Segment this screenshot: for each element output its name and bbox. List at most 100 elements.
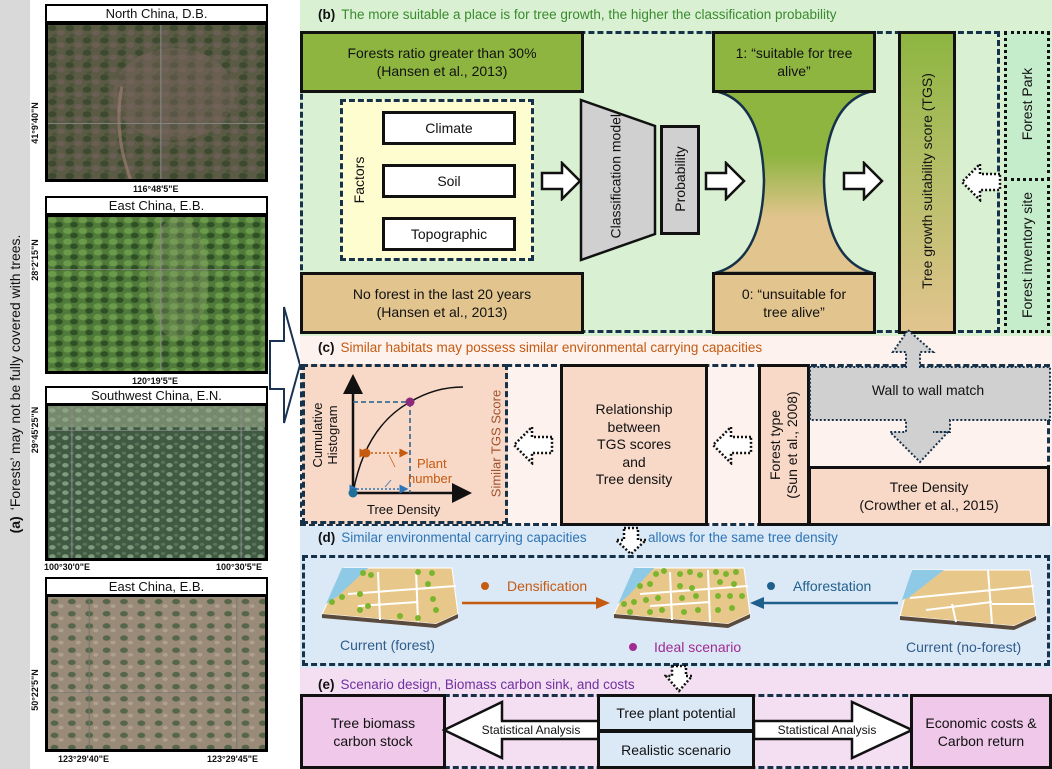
sat-image-4-lon-left: 123°29'40"E [58,754,110,764]
sat-image-3 [45,403,268,561]
relationship-line3: TGS scores [597,436,671,453]
sat-image-4-lat: 50°22'5"N [30,669,40,711]
economic-line1: Economic costs & [925,714,1037,731]
panel-a-caption-text: ‘Forests’ may not be fully covered with … [7,234,23,511]
forest-inventory-label: Forest inventory site [1019,191,1035,319]
probability-label: Probability [672,146,688,212]
chart-ylabel-line2: Histogram [325,405,340,465]
chart-xlabel: Tree Density [367,502,441,517]
forest-park-box [1004,31,1050,181]
sat-image-1-lat: 41°9'40"N [30,102,40,144]
cumulative-histogram-box [302,364,508,524]
section-b-label: (b) [318,7,336,22]
carbon-stock-line1: Tree biomass [330,714,416,731]
tree-density-line1: Tree Density [889,479,969,495]
arrow-right-icon [540,161,582,201]
ideal-dot-icon [629,643,637,651]
sat-image-3-lat: 29°45'25"N [30,406,40,454]
suitable-line1: 1: “suitable for tree [735,45,853,61]
panel-a-caption-strip [0,0,30,769]
point-ideal [405,397,415,407]
relationship-box: Relationship between TGS scores and Tree… [560,364,708,526]
classification-model-label: Classification model [607,114,624,239]
section-b-title-text: The more suitable a place is for tree gr… [341,7,837,22]
panel-a-to-diagram-arrow-icon [269,306,302,424]
forest-type-line1: Forest type [767,409,783,481]
section-c-label: (c) [318,340,335,355]
cumulative-curve [352,386,464,494]
probability-box [660,125,700,235]
sat-image-4-lon-right: 123°29'45"E [207,754,259,764]
unsuitable-line2: tree alive” [763,304,825,320]
relationship-line1: Relationship [595,401,673,418]
afforestation-dot-icon [767,582,775,590]
sat-image-title-1: North China, D.B. [45,4,268,23]
densification-label: Densification [507,578,588,594]
current-noforest-label: Current (no-forest) [906,639,1022,655]
sat-image-3-lon-left: 100°30'0"E [44,562,91,572]
section-e-label: (e) [318,677,335,692]
realistic-scenario-box: Realistic scenario [597,730,755,769]
sat-image-2-lon: 120°19'5"E [132,376,179,386]
section-e-title: (e) Scenario design, Biomass carbon sink,… [318,677,635,692]
sat-image-3-lon-right: 100°30'5"E [216,562,263,572]
factor-topographic: Topographic [382,217,516,251]
suitable-box: 1: “suitable for tree alive” [712,31,876,93]
dotted-arrow-left-icon [512,425,554,465]
landscape-current-noforest-icon [899,569,1037,630]
arrow-right-icon [704,161,746,201]
forest-park-label: Forest Park [1019,67,1035,141]
chart-ylabel: Cumulative Histogram [310,400,340,470]
relationship-line4: and [622,453,646,470]
landscape-ideal-scenario-icon [613,567,751,628]
unsuitable-box: 0: “unsuitable for tree alive” [712,272,876,334]
carbon-stock-box: Tree biomass carbon stock [300,694,446,769]
wall-to-wall-label: Wall to wall match [871,382,985,398]
section-e-title-text: Scenario design, Biomass carbon sink, an… [340,677,635,692]
afforestation-label: Afforestation [793,578,872,594]
landscape-current-forest-icon [321,567,459,628]
carbon-stock-line2: carbon stock [333,732,413,749]
no-forest-line2: (Hansen et al., 2013) [376,304,508,320]
economic-costs-box: Economic costs & Carbon return [910,694,1052,769]
forest-ratio-box: Forests ratio greater than 30% (Hansen e… [300,31,584,93]
densification-arrow-icon [462,597,610,609]
plant-number-line1: Plant [417,456,447,471]
section-d-title-left: Similar environmental carrying capacitie… [341,530,587,545]
factor-soil: Soil [382,164,516,198]
ideal-scenario-label: Ideal scenario [654,639,742,655]
suitable-line2: alive” [777,63,811,79]
plant-number-line2: number [408,471,453,486]
dotted-arrow-left-icon [711,425,753,465]
tgs-label: Tree growth suitability score (TGS) [919,73,935,289]
sat-image-2-lat: 28°2'15"N [30,239,40,281]
dotted-arrow-down-icon [614,526,648,556]
wall-to-wall-double-arrow [809,328,1051,464]
no-forest-line1: No forest in the last 20 years [352,286,532,302]
forest-ratio-line2: (Hansen et al., 2013) [376,63,508,79]
economic-line2: Carbon return [937,732,1025,749]
cumulative-histogram-chart [343,374,472,503]
classification-model-shape [579,98,657,262]
statistical-analysis-right-label: Statistical Analysis [777,723,877,737]
section-d-title-right: allows for the same tree density [648,530,838,545]
current-forest-label: Current (forest) [340,637,435,653]
sat-image-4 [45,594,268,752]
densification-dot-icon [481,582,489,590]
statistical-analysis-arrow-left [442,700,602,760]
no-forest-box: No forest in the last 20 years (Hansen e… [300,272,584,334]
forest-type-label: Forest type (Sun et al., 2008) [767,385,801,505]
relationship-line2: between [607,418,661,435]
tree-plant-potential-box: Tree plant potential [597,694,755,732]
statistical-analysis-arrow-right [752,700,914,760]
forest-inventory-box [1004,178,1050,333]
similar-tgs-label: Similar TGS Score [488,389,504,498]
arrow-right-icon [842,161,884,201]
section-b-title: (b) The more suitable a place is for tree… [318,7,837,22]
point-densification [361,448,371,458]
dotted-arrow-down-icon [664,664,694,693]
afforestation-arrow-icon [750,597,898,609]
section-d-title: (d)Similar environmental carrying capaci… [318,530,587,545]
sat-image-1-lon: 116°48'5"E [133,184,179,194]
tree-density-box: Tree Density (Crowther et al., 2015) [808,466,1050,526]
